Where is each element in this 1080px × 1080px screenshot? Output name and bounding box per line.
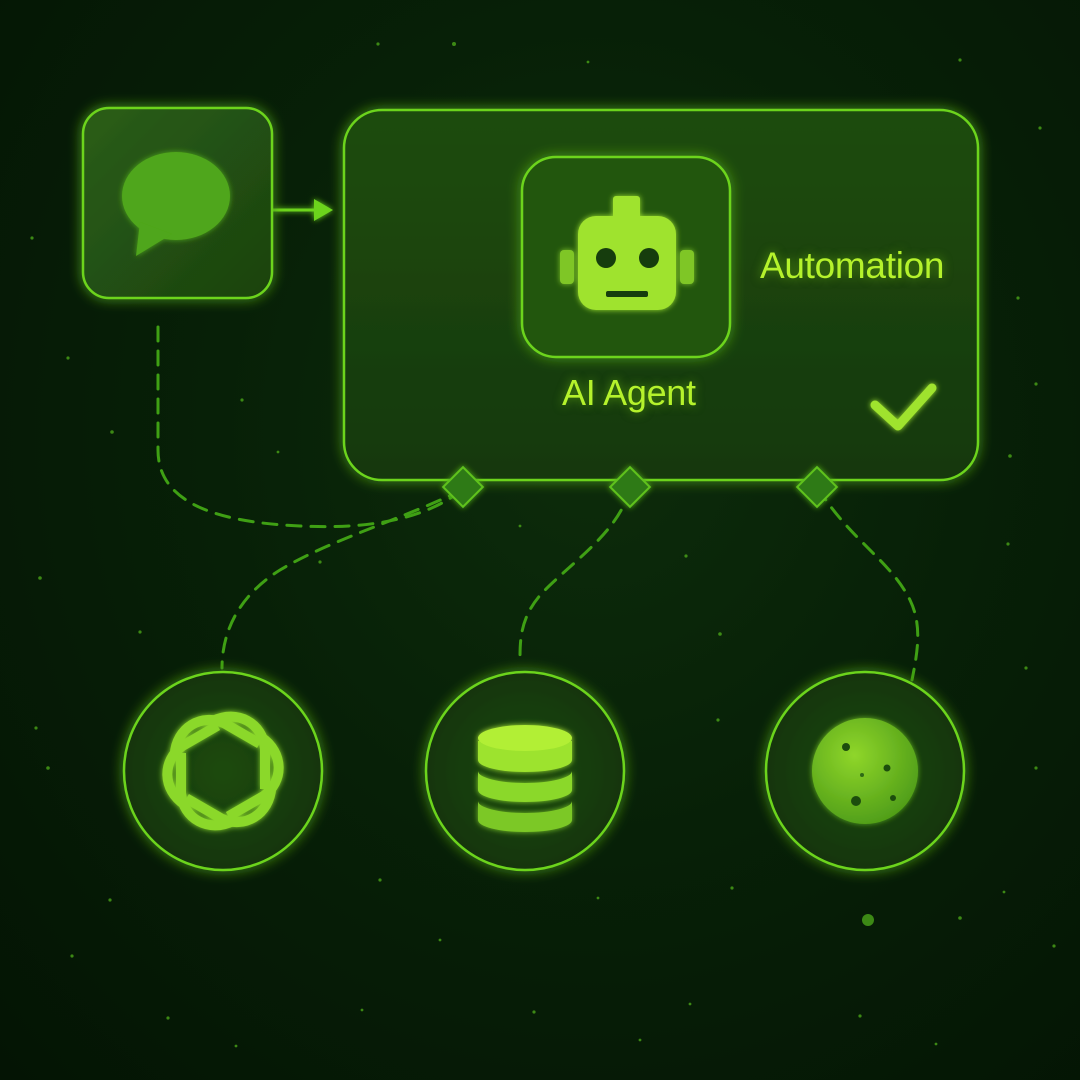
agent-icon-box (520, 155, 732, 359)
trigger-connector-arrow (273, 199, 333, 221)
tool-node-openai[interactable] (122, 670, 324, 872)
output-ports (441, 465, 839, 509)
robot-icon (560, 196, 694, 310)
agent-panel[interactable] (342, 108, 980, 509)
connector-panel-to-openai (220, 488, 464, 670)
database-icon (478, 725, 572, 832)
checkmark-icon (870, 383, 937, 431)
output-port[interactable] (441, 465, 485, 509)
agent-label: AI Agent (562, 372, 696, 413)
connector-panel-to-planet (816, 486, 920, 682)
chat-bubble-icon (122, 152, 230, 256)
tool-node-planet[interactable] (764, 670, 966, 872)
trigger-node[interactable] (81, 106, 274, 300)
automation-label: Automation (760, 245, 945, 286)
openai-logo-icon (162, 711, 284, 831)
background-dots (30, 42, 1056, 1048)
output-port[interactable] (608, 465, 652, 509)
planet-icon (812, 718, 918, 824)
tool-node-database[interactable] (424, 670, 626, 872)
connector-trigger-to-panel (156, 325, 464, 529)
connector-panel-to-database (518, 486, 632, 662)
dashed-connectors (156, 325, 920, 682)
output-port[interactable] (795, 465, 839, 509)
